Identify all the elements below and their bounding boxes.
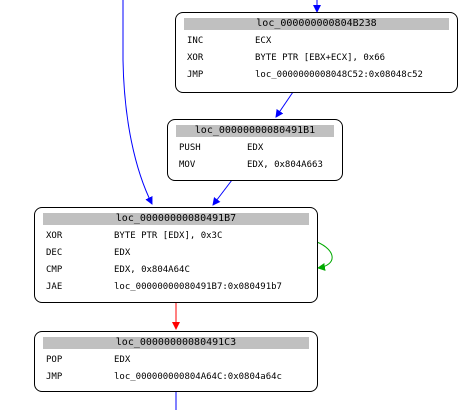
instruction-row: PUSH EDX: [176, 140, 334, 157]
instruction-mnemonic: XOR: [46, 231, 63, 241]
block-label: loc_000000000804B238: [184, 18, 449, 30]
instruction-row: JMP loc_000000000804A64C:0x0804a64c: [43, 369, 309, 386]
instruction-operands: EDX: [114, 248, 131, 258]
instruction-row: JAE loc_00000000080491B7:0x080491b7: [43, 279, 309, 296]
basic-block-80491b1[interactable]: loc_00000000080491B1 PUSH EDX MOV EDX, 0…: [167, 119, 343, 181]
block-label: loc_00000000080491C3: [43, 337, 309, 349]
instruction-operands: BYTE PTR [EDX], 0x3C: [114, 231, 223, 241]
instruction-operands: loc_0000000008048C52:0x08048c52: [255, 70, 423, 80]
instruction-row: INC ECX: [184, 33, 449, 50]
instruction-mnemonic: MOV: [179, 160, 196, 170]
instruction-mnemonic: JMP: [46, 372, 63, 382]
instruction-mnemonic: DEC: [46, 248, 63, 258]
instruction-mnemonic: JMP: [187, 70, 204, 80]
instruction-mnemonic: INC: [187, 36, 204, 46]
instruction-mnemonic: CMP: [46, 265, 63, 275]
instruction-row: JMP loc_0000000008048C52:0x08048c52: [184, 67, 449, 84]
block-label: loc_00000000080491B1: [176, 125, 334, 137]
basic-block-80491b7[interactable]: loc_00000000080491B7 XOR BYTE PTR [EDX],…: [34, 207, 318, 303]
edge-91b1-to-91b7: [212, 179, 233, 206]
instruction-operands: ECX: [255, 36, 272, 46]
basic-block-80491c3[interactable]: loc_00000000080491C3 POP EDX JMP loc_000…: [34, 331, 318, 392]
instruction-row: DEC EDX: [43, 245, 309, 262]
instruction-mnemonic: XOR: [187, 53, 204, 63]
instruction-operands: loc_000000000804A64C:0x0804a64c: [114, 372, 282, 382]
instruction-operands: BYTE PTR [EBX+ECX], 0x66: [255, 53, 386, 63]
block-label: loc_00000000080491B7: [43, 213, 309, 225]
instruction-operands: EDX, 0x804A663: [247, 160, 323, 170]
edge-incoming-to-loop-block: [122, 0, 153, 205]
edge-b238-to-91b1: [275, 91, 294, 118]
instruction-operands: loc_00000000080491B7:0x080491b7: [114, 282, 282, 292]
instruction-mnemonic: POP: [46, 355, 63, 365]
basic-block-804b238[interactable]: loc_000000000804B238 INC ECX XOR BYTE PT…: [175, 12, 458, 93]
instruction-operands: EDX: [114, 355, 131, 365]
instruction-row: XOR BYTE PTR [EBX+ECX], 0x66: [184, 50, 449, 67]
instruction-mnemonic: PUSH: [179, 143, 201, 153]
instruction-operands: EDX: [247, 143, 264, 153]
instruction-operands: EDX, 0x804A64C: [114, 265, 190, 275]
instruction-row: MOV EDX, 0x804A663: [176, 157, 334, 174]
instruction-row: XOR BYTE PTR [EDX], 0x3C: [43, 228, 309, 245]
edge-loop-back-true: [316, 241, 333, 271]
instruction-row: CMP EDX, 0x804A64C: [43, 262, 309, 279]
instruction-row: POP EDX: [43, 352, 309, 369]
instruction-mnemonic: JAE: [46, 282, 63, 292]
